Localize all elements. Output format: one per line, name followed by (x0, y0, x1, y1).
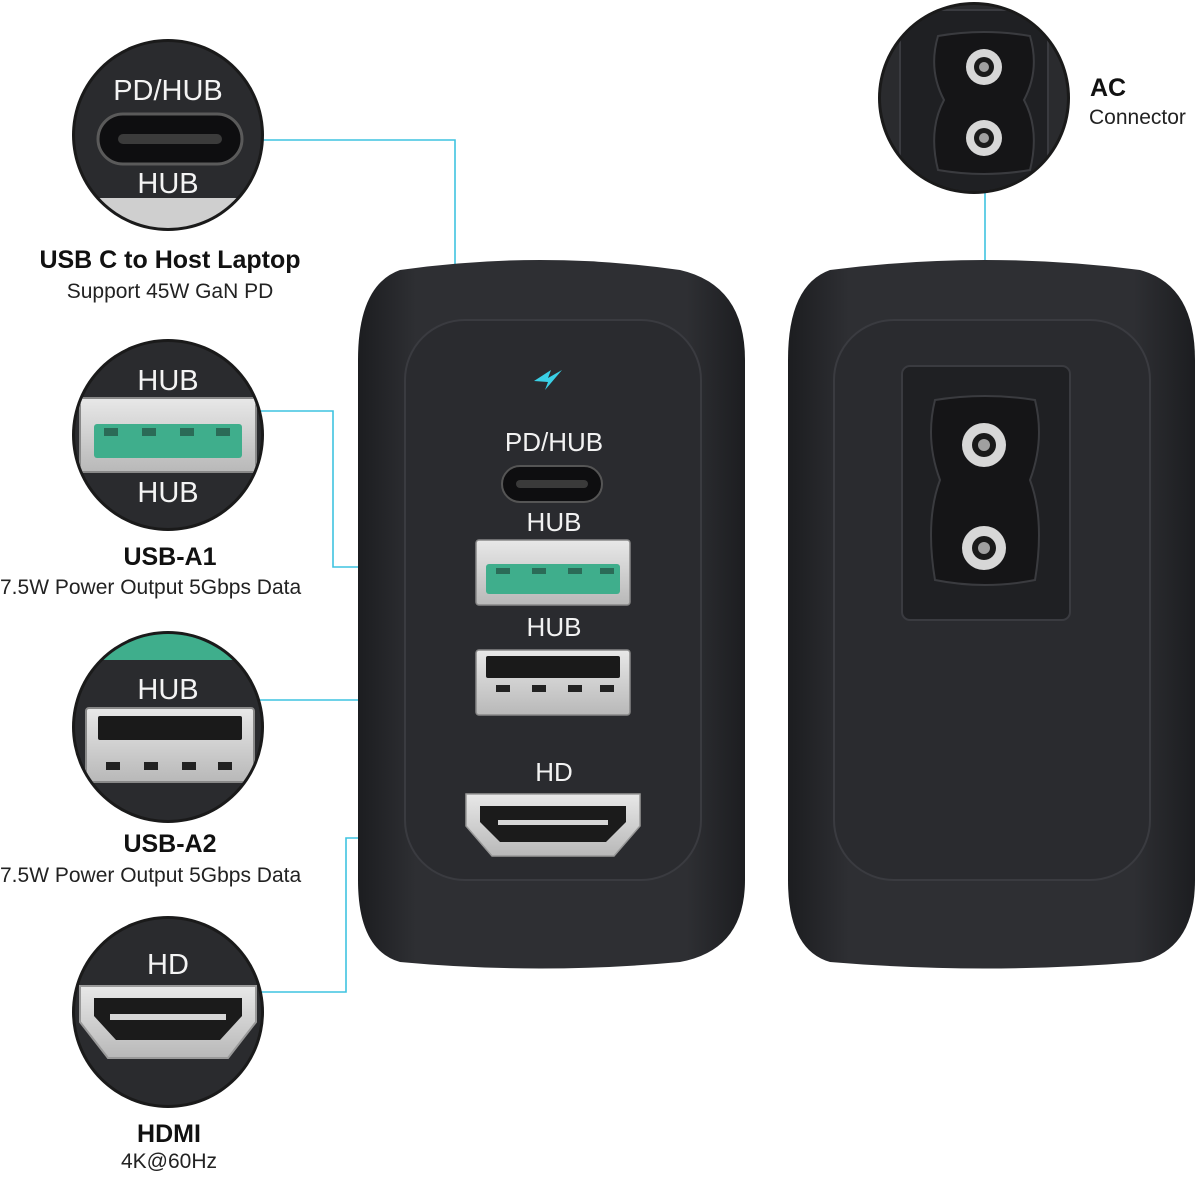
usbc-zoom-circle: PD/HUB HUB (72, 39, 264, 231)
usba1-zoom-circle: HUB HUB (72, 339, 264, 531)
usba1-title: USB-A1 (123, 543, 217, 571)
device-hd-label: HD (535, 757, 573, 787)
ac-title: AC (1090, 74, 1127, 102)
usba2-zoom-top-label: HUB (137, 674, 198, 706)
usba2-subtitle: 7.5W Power Output 5Gbps Data (0, 864, 302, 887)
ac-zoom-circle (878, 2, 1070, 194)
usba1-zoom-top-label: HUB (137, 365, 198, 397)
hdmi-zoom-circle: HD (72, 916, 264, 1108)
usbc-zoom-top-label: PD/HUB (113, 75, 223, 107)
usba1-subtitle: 7.5W Power Output 5Gbps Data (0, 576, 302, 599)
hub-front-view: PD/HUB HUB HUB HD (358, 260, 745, 969)
usba2-zoom-circle: HUB (72, 631, 264, 823)
usba1-zoom-bottom-label: HUB (137, 477, 198, 509)
device-hub2-label: HUB (527, 612, 582, 642)
usbc-zoom-bottom-label: HUB (137, 168, 198, 200)
usba1-zoom-insert (94, 424, 242, 458)
hdmi-zoom-top-label: HD (147, 949, 189, 981)
device-hub1-label: HUB (527, 507, 582, 537)
usbc-subtitle: Support 45W GaN PD (66, 280, 274, 303)
usba2-title: USB-A2 (123, 830, 217, 858)
usbc-title: USB C to Host Laptop (39, 246, 301, 274)
hdmi-subtitle: 4K@60Hz (120, 1150, 218, 1173)
device-pd-label: PD/HUB (505, 427, 603, 457)
hdmi-title: HDMI (137, 1120, 201, 1148)
hub-back-view (788, 260, 1195, 969)
usba2-zoom-insert (98, 716, 242, 740)
ac-subtitle: Connector (1089, 106, 1186, 129)
lightning-icon (534, 370, 562, 390)
